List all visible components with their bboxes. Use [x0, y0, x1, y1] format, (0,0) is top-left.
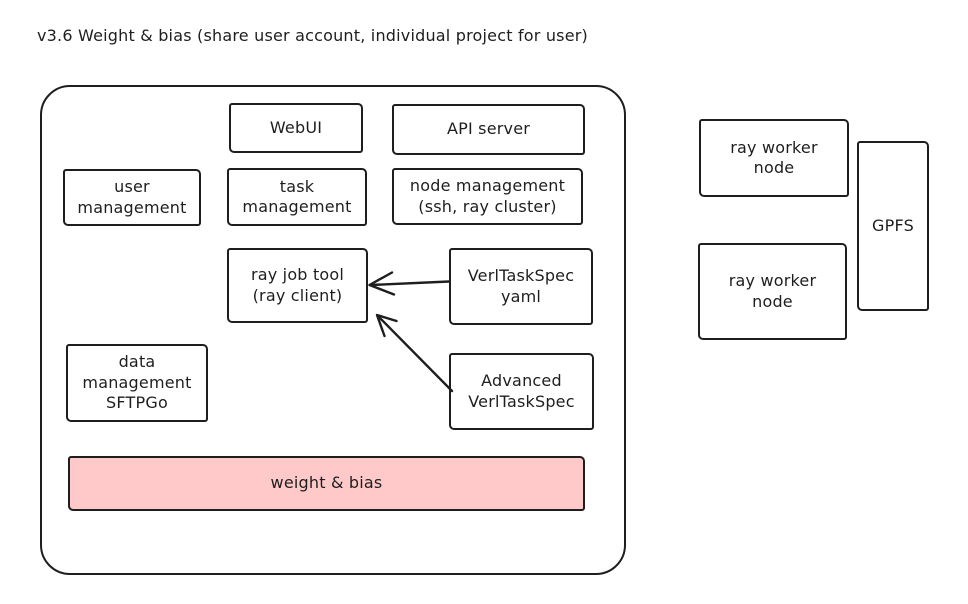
- node-user-management: user management: [63, 169, 201, 226]
- node-label: (ssh, ray cluster): [418, 196, 557, 216]
- node-label: Advanced: [481, 371, 562, 391]
- node-ray-worker-node-2: ray worker node: [698, 243, 847, 340]
- node-weight-and-bias: weight & bias: [68, 456, 585, 511]
- node-label: management: [82, 372, 192, 392]
- node-label: node: [752, 291, 793, 311]
- node-node-management: node management (ssh, ray cluster): [392, 168, 583, 225]
- node-data-management-sftpgo: data management SFTPGo: [66, 344, 208, 422]
- node-label: management: [242, 197, 352, 216]
- node-label: API server: [446, 119, 531, 139]
- node-label: ray worker: [728, 271, 817, 291]
- node-label: VerlTaskSpec: [468, 391, 575, 411]
- node-label: user: [114, 177, 150, 197]
- node-label: node management: [409, 176, 566, 196]
- node-ray-worker-node-1: ray worker node: [699, 119, 849, 197]
- node-ray-job-tool: ray job tool (ray client): [227, 248, 368, 323]
- node-label: yaml: [500, 286, 542, 306]
- node-webui: WebUI: [229, 103, 363, 153]
- diagram-title: v3.6 Weight & bias (share user account, …: [37, 26, 588, 45]
- node-task-management: task management: [227, 168, 367, 226]
- node-label: VerlTaskSpec: [467, 266, 575, 286]
- node-gpfs: GPFS: [857, 141, 929, 311]
- node-label: weight & bias: [270, 473, 383, 493]
- node-label: task: [279, 176, 315, 196]
- node-verltaskspec-yaml: VerlTaskSpec yaml: [449, 248, 593, 325]
- node-label: ray worker: [730, 137, 818, 157]
- node-label: data: [118, 352, 156, 372]
- node-label: node: [753, 158, 795, 177]
- node-label: ray job tool: [250, 265, 345, 285]
- platform-container-frame: [40, 85, 626, 575]
- node-label: SFTPGo: [106, 393, 168, 413]
- node-label: (ray client): [252, 285, 343, 305]
- node-label: management: [77, 197, 187, 217]
- node-label: WebUI: [269, 117, 323, 137]
- node-advanced-verltaskspec: Advanced VerlTaskSpec: [449, 353, 594, 430]
- node-api-server: API server: [392, 104, 585, 155]
- node-label: GPFS: [872, 215, 914, 235]
